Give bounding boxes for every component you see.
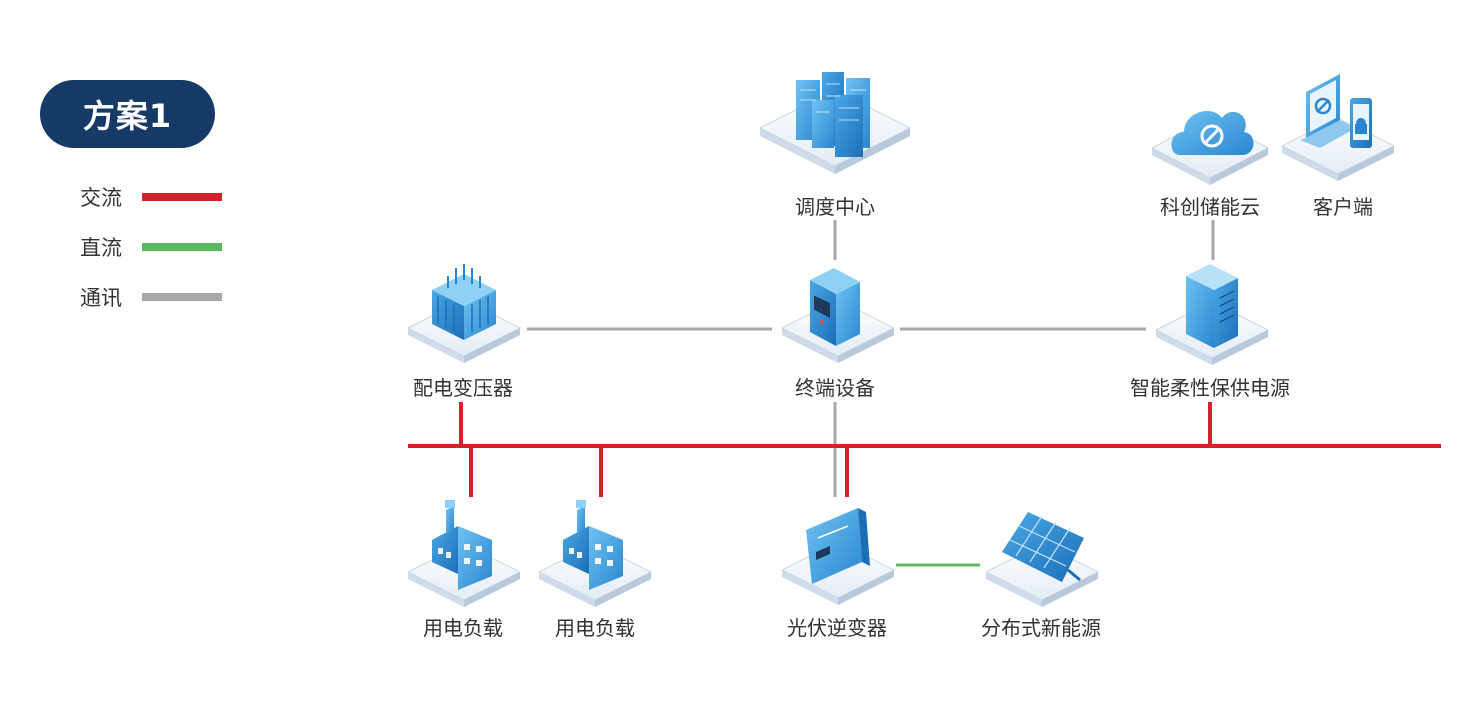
- legend-swatch: [142, 243, 222, 251]
- node-label-transformer: 配电变压器: [413, 376, 513, 400]
- legend-item-dc: 直流: [80, 232, 222, 262]
- scheme-badge: 方案1: [40, 80, 215, 148]
- node-label-terminal: 终端设备: [795, 376, 875, 400]
- solar-panel-icon: [984, 512, 1100, 607]
- inverter-icon: [780, 508, 896, 605]
- node-label-load-2: 用电负载: [555, 616, 635, 640]
- legend-label: 通讯: [80, 286, 122, 310]
- factory-icon: [537, 500, 653, 607]
- node-label-load-1: 用电负载: [423, 616, 503, 640]
- legend-label: 交流: [80, 186, 122, 210]
- legend-item-comm: 通讯: [80, 282, 222, 312]
- node-label-smart-power: 智能柔性保供电源: [1130, 376, 1290, 400]
- legend-label: 直流: [80, 236, 122, 260]
- transformer-icon: [406, 264, 522, 363]
- legend-swatch: [142, 193, 222, 201]
- node-label-storage-cloud: 科创储能云: [1160, 195, 1260, 219]
- laptop-phone-icon: [1280, 74, 1396, 181]
- legend-item-ac: 交流: [80, 182, 222, 212]
- legend-swatch: [142, 293, 222, 301]
- ac-lines: [408, 402, 1441, 497]
- factory-icon: [406, 500, 522, 607]
- node-label-distributed-energy: 分布式新能源: [981, 616, 1101, 640]
- cloud-icon: [1150, 110, 1270, 185]
- node-label-dispatch-center: 调度中心: [795, 195, 875, 219]
- server-cluster-icon: [758, 72, 912, 174]
- node-label-client: 客户端: [1313, 195, 1373, 219]
- communication-lines: [527, 220, 1215, 497]
- node-label-pv-inverter: 光伏逆变器: [787, 616, 887, 640]
- power-cabinet-icon: [1154, 264, 1270, 365]
- terminal-cabinet-icon: [780, 268, 896, 363]
